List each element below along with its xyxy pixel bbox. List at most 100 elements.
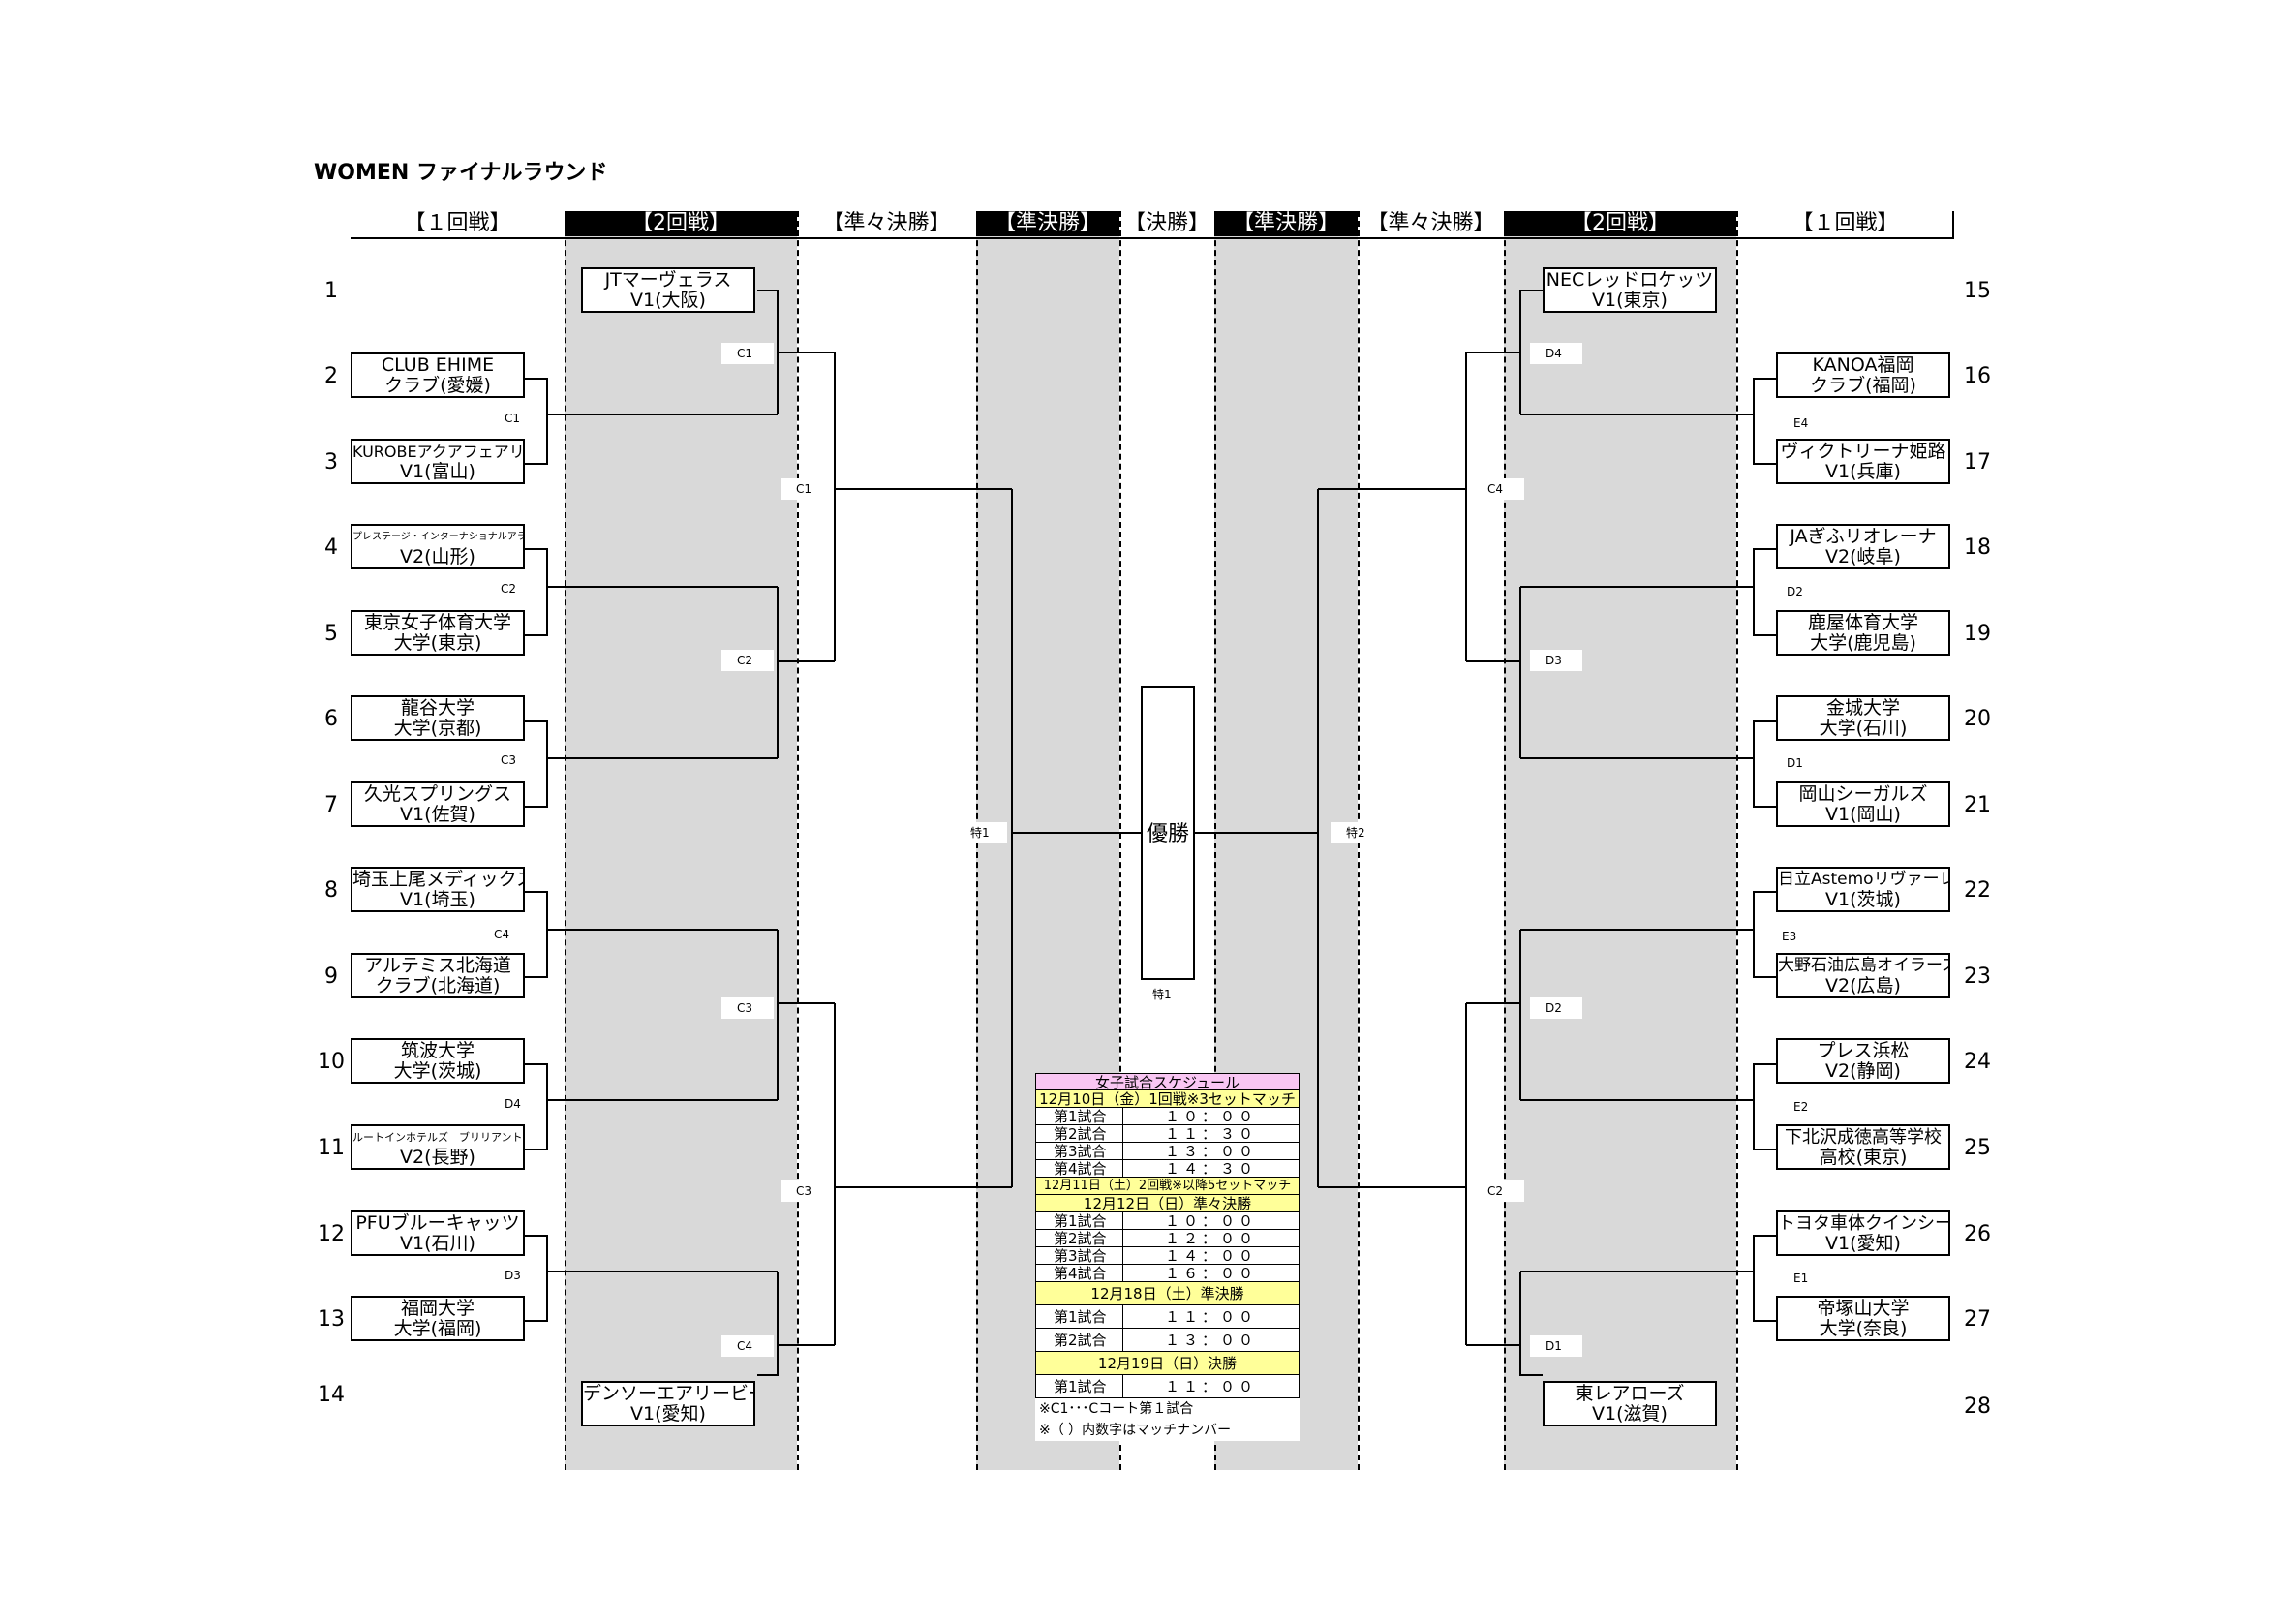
header-sf-left: 【準決勝】 xyxy=(976,211,1119,236)
match-label: D1 xyxy=(1530,1335,1582,1357)
team-box: 下北沢成徳高等学校高校(東京) xyxy=(1776,1124,1950,1170)
match-label: D3 xyxy=(1530,650,1582,671)
team-box: 鹿屋体育大学大学(鹿児島) xyxy=(1776,610,1950,656)
match-label: C3 xyxy=(501,753,517,767)
seed-number: 1 xyxy=(324,279,338,303)
seed-number: 3 xyxy=(324,450,338,475)
divider xyxy=(797,211,799,1470)
header-r1-left: 【１回戦】 xyxy=(404,211,511,235)
match-label: C3 xyxy=(721,997,774,1019)
match-label: 特1 xyxy=(1152,988,1172,1001)
match-label: D4 xyxy=(505,1097,521,1111)
team-box: 龍谷大学大学(京都) xyxy=(351,695,525,741)
team-box: プレステージ・インターナショナルアランマーレV2(山形) xyxy=(351,524,525,569)
header-r2-left: 【2回戦】 xyxy=(565,211,797,236)
header-qf-right: 【準々決勝】 xyxy=(1366,211,1495,235)
match-label: C3 xyxy=(781,1180,833,1202)
match-label: C1 xyxy=(721,343,774,364)
seed-number: 25 xyxy=(1964,1136,1991,1160)
divider xyxy=(1736,211,1738,1470)
seed-number: 27 xyxy=(1964,1307,1991,1332)
header-final: 【決勝】 xyxy=(1123,211,1209,235)
match-label: 特2 xyxy=(1331,822,1383,843)
match-label: C4 xyxy=(494,928,510,941)
schedule-day-header: 12月10日（金）1回戦※3セットマッチ xyxy=(1035,1090,1300,1108)
seed-number: 26 xyxy=(1964,1222,1991,1246)
match-label: E2 xyxy=(1793,1100,1809,1114)
seed-number: 6 xyxy=(324,707,338,731)
seed-number: 21 xyxy=(1964,793,1991,817)
seed-number: 28 xyxy=(1964,1394,1991,1419)
seed-number: 12 xyxy=(318,1222,345,1246)
seed-number: 8 xyxy=(324,878,338,903)
match-label: E3 xyxy=(1782,930,1797,943)
seed-number: 20 xyxy=(1964,707,1991,731)
seed-number: 2 xyxy=(324,364,338,388)
header-sf-right: 【準決勝】 xyxy=(1214,211,1358,236)
schedule-title: 女子試合スケジュール xyxy=(1035,1073,1300,1091)
team-box: デンソーエアリービーズV1(愛知) xyxy=(581,1381,755,1426)
schedule-note: ※（ ）内数字はマッチナンバー xyxy=(1035,1420,1300,1441)
match-label: D2 xyxy=(1530,997,1582,1019)
match-label: C1 xyxy=(781,478,833,500)
seed-number: 11 xyxy=(318,1136,345,1160)
match-label: D1 xyxy=(1787,756,1803,770)
seed-number: 14 xyxy=(318,1383,345,1407)
match-label: D3 xyxy=(505,1269,521,1282)
page-title: WOMEN ファイナルラウンド xyxy=(314,161,608,185)
seed-number: 16 xyxy=(1964,364,1991,388)
match-label: 特1 xyxy=(955,822,1007,843)
seed-number: 13 xyxy=(318,1307,345,1332)
team-box: 筑波大学大学(茨城) xyxy=(351,1038,525,1084)
schedule-note: ※C1･･･Cコート第１試合 xyxy=(1035,1398,1300,1420)
seed-number: 22 xyxy=(1964,878,1991,903)
team-box: 帝塚山大学大学(奈良) xyxy=(1776,1296,1950,1341)
team-box: KUROBEアクアフェアリーズV1(富山) xyxy=(351,439,525,484)
schedule-day-header: 12月19日（日）決勝 xyxy=(1035,1352,1300,1375)
header-underline xyxy=(351,237,1954,239)
match-label: D2 xyxy=(1787,585,1803,598)
seed-number: 4 xyxy=(324,536,338,560)
header-qf-left: 【準々決勝】 xyxy=(822,211,951,235)
divider xyxy=(1119,211,1121,1470)
divider xyxy=(1504,211,1506,1470)
seed-number: 19 xyxy=(1964,622,1991,646)
match-label: C4 xyxy=(1472,478,1524,500)
match-label: C1 xyxy=(505,412,521,425)
seed-number: 23 xyxy=(1964,965,1991,989)
r2-right-column xyxy=(1504,211,1736,1470)
header-right-tick xyxy=(1952,211,1954,238)
seed-number: 5 xyxy=(324,622,338,646)
header-r1-right: 【１回戦】 xyxy=(1791,211,1899,235)
team-box: アルテミス北海道クラブ(北海道) xyxy=(351,953,525,998)
seed-number: 10 xyxy=(318,1050,345,1074)
seed-number: 18 xyxy=(1964,536,1991,560)
team-box: 福岡大学大学(福岡) xyxy=(351,1296,525,1341)
champion-box: 優勝 xyxy=(1141,686,1195,980)
team-box: 東京女子体育大学大学(東京) xyxy=(351,610,525,656)
seed-number: 17 xyxy=(1964,450,1991,475)
